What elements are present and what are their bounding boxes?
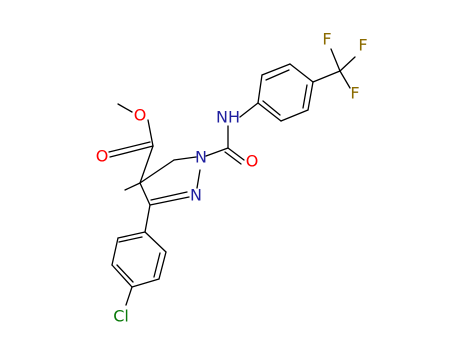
bond-n1-amide-c <box>205 147 229 157</box>
bond-methyl-o <box>117 103 133 113</box>
bond-lower-ring-1 <box>117 231 146 239</box>
bond-top-ring-4-inner <box>302 84 308 109</box>
bond-nh-aryl <box>239 102 259 118</box>
atom-nh-amide: NH <box>216 108 240 127</box>
bond-n2-c3-double-2 <box>150 191 188 201</box>
atom-n1-ring: N <box>195 148 207 167</box>
bond-c4-c5 <box>139 159 175 184</box>
bond-lower-ring-5 <box>158 251 167 280</box>
bond-lower-ring-6 <box>144 231 167 253</box>
bond-c-f-top <box>330 48 341 72</box>
bond-o-ester-c <box>147 119 154 147</box>
bond-top-ring-6 <box>257 102 282 122</box>
atom-f-middle: F <box>358 36 367 55</box>
atom-o-methoxy: O <box>134 106 147 125</box>
bond-top-ring-2 <box>261 63 291 76</box>
bond-n2-c3-double-1 <box>149 196 190 206</box>
bond-amide-c-o-double-2 <box>224 151 242 165</box>
bond-top-ring-2-inner <box>265 69 290 81</box>
atom-n2-ring: N <box>190 186 202 205</box>
atom-cl: Cl <box>113 307 129 326</box>
atom-f-bottom: F <box>350 84 359 103</box>
bond-ester-c-o-double-1 <box>109 145 154 158</box>
bond-c-f-middle <box>339 56 356 72</box>
bond-lower-ring-2 <box>111 237 119 266</box>
bond-c5-n1 <box>173 156 197 161</box>
bond-c3-c4 <box>139 182 151 206</box>
bond-aryl-cf3 <box>312 70 341 83</box>
bond-c-f-bottom <box>339 70 351 89</box>
bond-lower-ring-1-inner <box>118 236 143 243</box>
bond-ester-c-o-double-2 <box>108 141 151 153</box>
bond-lower-ring-5-inner <box>153 252 161 278</box>
bond-top-ring-6-inner <box>262 100 281 116</box>
bond-top-ring-4 <box>307 81 314 111</box>
bond-aryl-cl <box>125 286 133 306</box>
bond-c3-lower-aryl <box>144 204 151 233</box>
bonds <box>108 48 356 306</box>
bond-top-ring-3 <box>289 63 314 83</box>
bond-n1-n2 <box>196 169 201 189</box>
bond-ester-c-c4 <box>139 145 154 184</box>
bond-c4-methyl <box>124 182 141 191</box>
bond-lower-ring-4 <box>131 278 160 288</box>
atom-f-top: F <box>322 30 331 49</box>
bond-top-ring-5 <box>280 109 309 122</box>
bond-lower-ring-3-inner <box>116 264 134 283</box>
atom-o-carbonyl-ester: O <box>96 147 109 166</box>
bond-lower-ring-3 <box>111 264 133 288</box>
atom-o-carbonyl-amide: O <box>246 152 259 171</box>
bond-amide-c-o-double-1 <box>227 147 245 161</box>
bond-top-ring-1 <box>257 74 263 104</box>
